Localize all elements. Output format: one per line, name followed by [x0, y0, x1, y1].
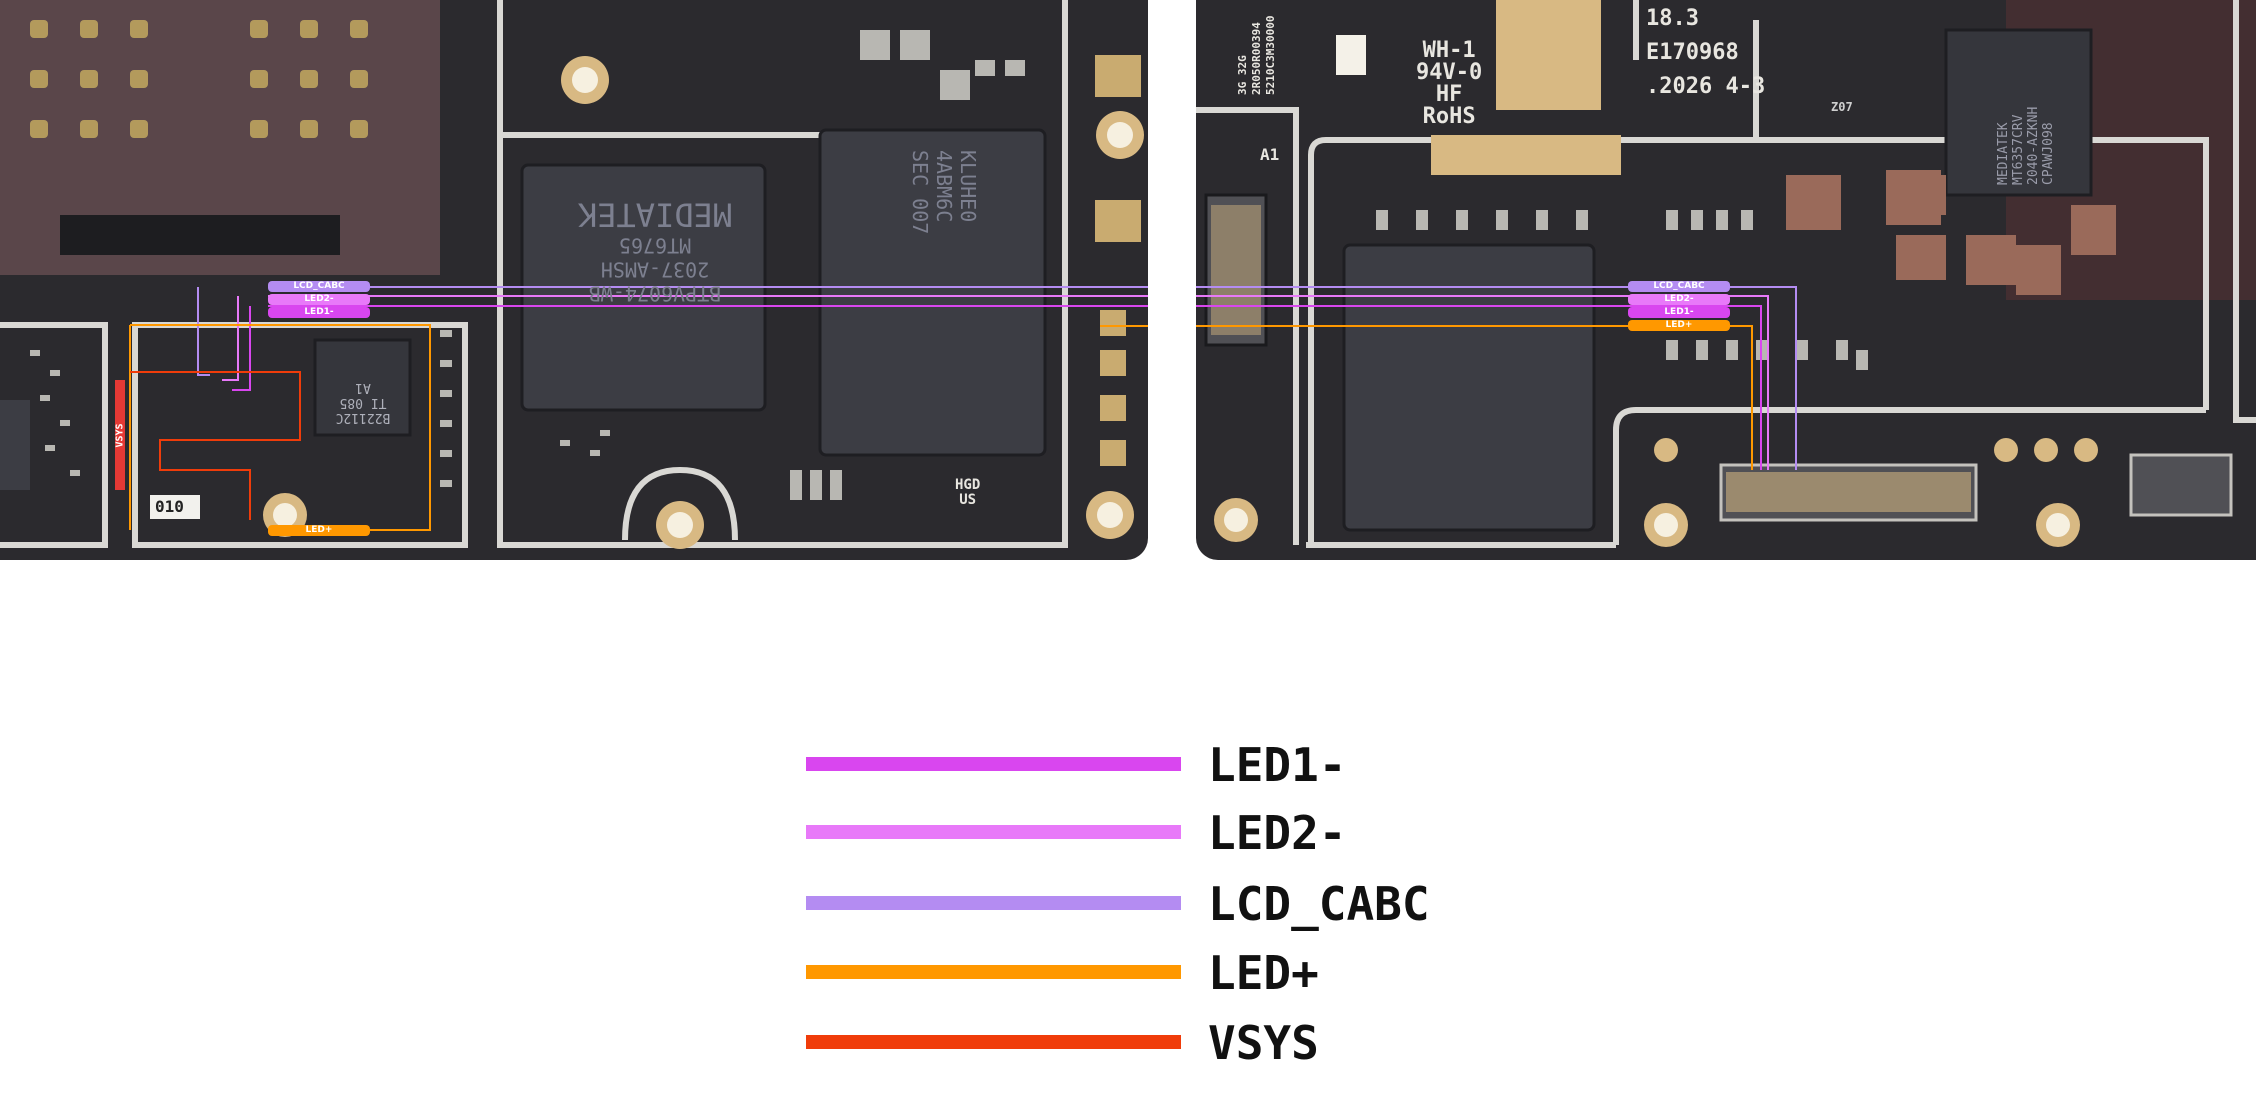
wire-label-led2-left: LED2- [268, 294, 370, 305]
mtk-marking-line: MT6357CRV [2011, 114, 2026, 185]
wire-label-led2-right: LED2- [1628, 294, 1730, 305]
silk-line: .2026 4-3 [1646, 74, 1766, 99]
soc-marking-line: 2037-AMSH [600, 257, 710, 282]
label-010-bg [150, 495, 200, 519]
sim-contacts [30, 20, 368, 138]
wire-label-lcd-cabc-left: LCD_CABC [268, 281, 370, 292]
pcb-left-board: BTPV6074-WB 2037-AMSH MT6765 MEDIATEK KL… [0, 0, 1148, 560]
edge-chip [0, 400, 30, 490]
sim-slot [60, 215, 340, 255]
legend-label: LED+ [1208, 946, 1319, 1000]
mount-holes [263, 56, 1144, 549]
legend-swatch [806, 825, 1181, 839]
gold-pads [1095, 55, 1141, 466]
soc-marking-line: MT6765 [618, 233, 692, 258]
silk-hgd-line: US [959, 492, 977, 508]
silk-line: WH-1 [1422, 38, 1476, 63]
silk-010: 010 [155, 497, 184, 516]
ram-chip [1342, 243, 1596, 532]
memory-marking-line: SEC 007 [908, 150, 932, 235]
memory-marking: KLUHE0 4ABM6C SEC 007 [908, 150, 980, 300]
memory-chip [818, 128, 1047, 457]
small-components [1376, 210, 1868, 370]
wire-label-led1-right: LED1- [1628, 307, 1730, 318]
pmic-marking-line: B22112C [335, 410, 391, 425]
silk-a1: A1 [1260, 145, 1280, 164]
legend-swatch [806, 1035, 1181, 1049]
legend-swatch [806, 896, 1181, 910]
pcb-right-board: WH-1 94V-0 HF RoHS 18.3 E170968 .2026 4-… [1196, 0, 2256, 560]
left-board-traces [0, 0, 1148, 549]
mtk-marking-line: CPAWJ098 [2041, 122, 2056, 185]
red-marker [115, 380, 125, 490]
wire-label-lcd-cabc-right: LCD_CABC [1628, 281, 1730, 292]
soc-marking: BTPV6074-WB 2037-AMSH MT6765 MEDIATEK [565, 195, 745, 305]
silk-line: 94V-0 [1416, 60, 1483, 85]
mtk-marking: MEDIATEK MT6357CRV 2040-AZKNH CPAWJ098 [1996, 45, 2056, 185]
silk-line: 2R050R00394 [1250, 22, 1263, 95]
small-components [30, 30, 1025, 500]
pmic-marking-line: A1 [355, 380, 371, 395]
right-mount-holes [1214, 438, 2098, 547]
legend-label: VSYS [1208, 1016, 1319, 1070]
wire-label-led1-left: LED1- [268, 307, 370, 318]
right-pads-gold [1211, 205, 1971, 512]
silk-certification: WH-1 94V-0 HF RoHS [1416, 40, 1482, 128]
legend-label: LED2- [1208, 806, 1347, 860]
silk-z07: Z07 [1831, 100, 1853, 114]
soc-marking-line: MEDIATEK [577, 195, 733, 234]
vsys-marker-label: VSYS [114, 423, 126, 448]
white-pad [1336, 35, 1366, 75]
silk-line: HF [1435, 82, 1463, 107]
silk-ul-mark: 18.3 E170968 .2026 4-3 [1646, 2, 1765, 104]
legend-swatch [806, 965, 1181, 979]
mtk-marking-line: 2040-AZKNH [2026, 106, 2041, 185]
left-signal-traces [129, 286, 1148, 531]
silk-line: 3G 32G [1236, 55, 1249, 95]
pmic-marking: B22112C TI 085 A1 [318, 380, 408, 425]
gold-shield-pad [1496, 0, 1601, 110]
legend-swatch [806, 757, 1181, 771]
wire-label-ledplus-right: LED+ [1628, 320, 1730, 331]
silk-hgd-line: HGD [955, 477, 981, 493]
legend-label: LCD_CABC [1208, 877, 1430, 931]
memory-marking-line: 4ABM6C [932, 150, 956, 223]
soc-marking-line: BTPV6074-WB [588, 281, 722, 306]
silk-line: RoHS [1422, 104, 1476, 129]
legend-label: LED1- [1208, 738, 1347, 792]
battery-connector [2129, 453, 2233, 517]
pmic-chip [313, 338, 412, 437]
gold-strip [1431, 135, 1621, 175]
mtk-pmic-chip [1944, 28, 2093, 197]
right-board-traces [1196, 0, 2256, 548]
silk-line: 18.3 [1646, 6, 1699, 31]
pmic-marking-line: TI 085 [339, 395, 387, 410]
inductors [1786, 170, 2116, 295]
silk-line: E170968 [1646, 40, 1739, 65]
mtk-marking-line: MEDIATEK [1996, 122, 2011, 185]
silk-hgd: HGD US [955, 478, 980, 508]
memory-marking-line: KLUHE0 [956, 150, 980, 223]
display-connector-small [1204, 193, 1268, 347]
wire-label-ledplus-left: LED+ [268, 525, 370, 536]
silk-line: 5210C3M30000 [1264, 15, 1277, 95]
silk-serial: 3G 32G 2R050R00394 5210C3M30000 [1236, 16, 1278, 95]
shield-outlines [1196, 0, 2256, 548]
